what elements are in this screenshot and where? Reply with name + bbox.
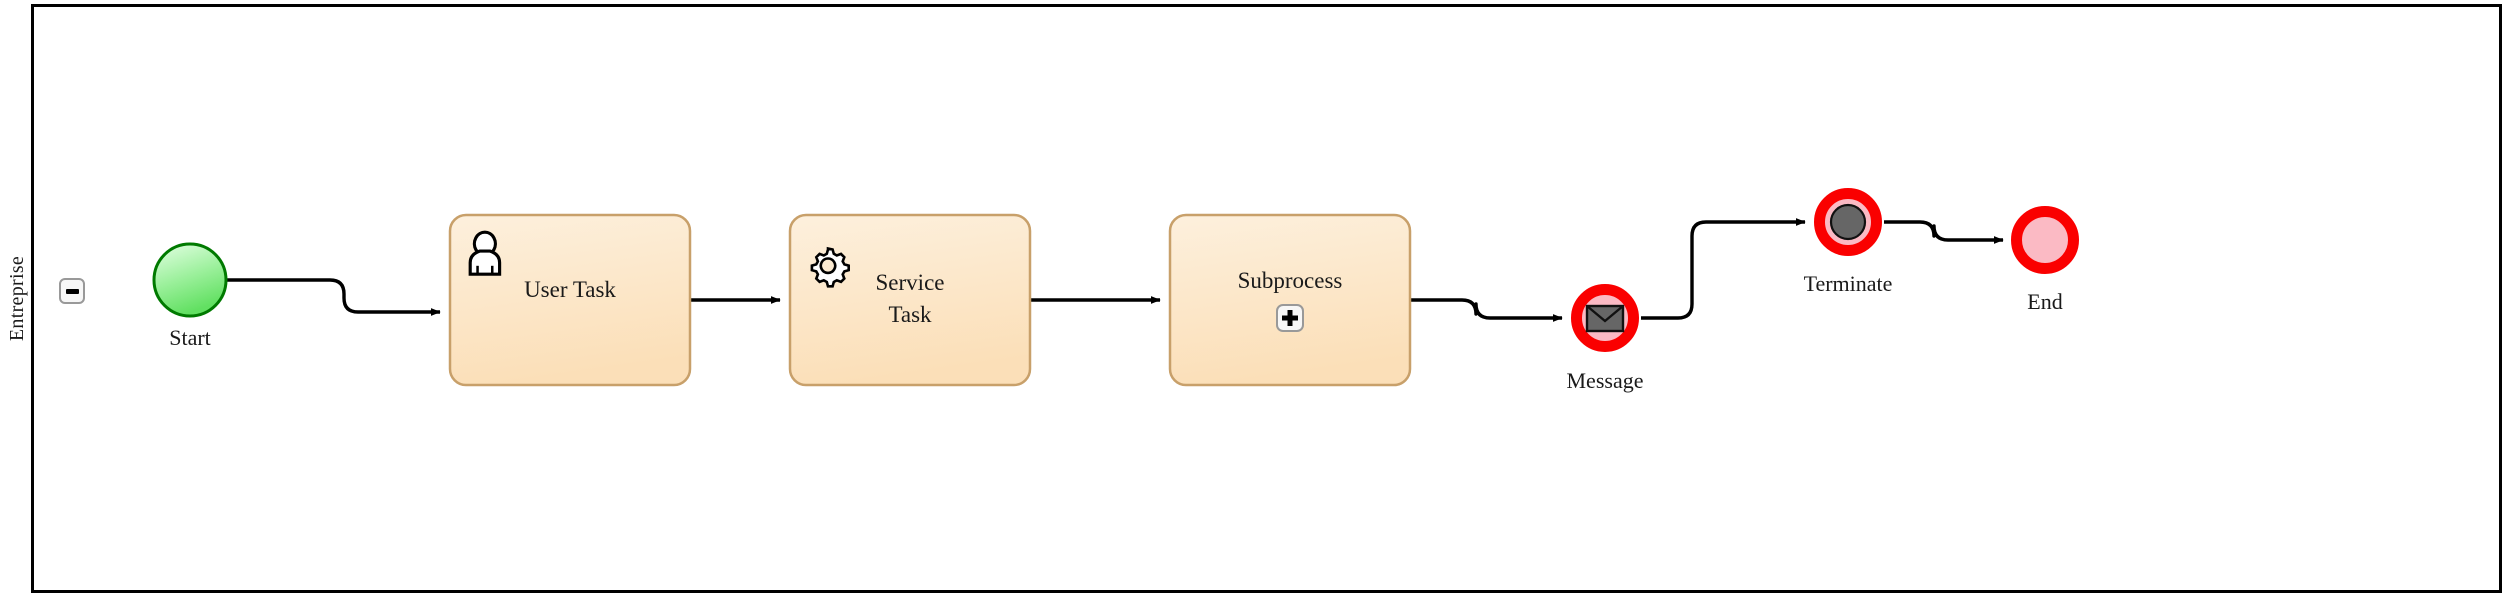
gear-icon	[810, 246, 850, 288]
service-task-label-line2: Task	[888, 302, 932, 327]
lane-header: Entreprise	[4, 4, 34, 593]
user-task-label: User Task	[524, 277, 616, 302]
plus-horizontal-bar	[1282, 315, 1298, 321]
terminate-end-event-label: Terminate	[1804, 271, 1893, 296]
node-end-event[interactable]: End	[2011, 206, 2079, 315]
service-task-box[interactable]	[788, 213, 1032, 387]
lane-collapse-button[interactable]	[59, 278, 85, 304]
subprocess-box[interactable]	[1168, 213, 1412, 387]
end-event-label: End	[2027, 289, 2062, 314]
flow-message-end-to-terminate-end[interactable]	[1641, 218, 1806, 320]
envelope-icon	[1585, 304, 1625, 333]
service-task-label-line1: Service	[876, 270, 945, 295]
node-service-task[interactable]: Service Task	[788, 213, 1032, 387]
start-event-circle[interactable]	[152, 242, 228, 318]
node-subprocess[interactable]: Subprocess	[1168, 213, 1412, 387]
start-event-label: Start	[169, 325, 211, 350]
flow-start-to-user-task[interactable]	[226, 278, 441, 316]
flow-terminate-end-to-end[interactable]	[1884, 220, 2004, 244]
node-user-task[interactable]: User Task	[448, 213, 692, 387]
message-end-event-label: Message	[1567, 368, 1644, 393]
sequence-flows	[226, 218, 2004, 322]
subprocess-label: Subprocess	[1238, 268, 1343, 293]
flow-subprocess-to-message-end[interactable]	[1410, 298, 1563, 322]
node-start-event[interactable]: Start	[152, 242, 228, 350]
node-terminate-end-event[interactable]: Terminate	[1804, 188, 1893, 297]
node-message-end-event[interactable]: Message	[1567, 284, 1644, 394]
plus-marker-icon[interactable]	[1276, 304, 1304, 332]
filled-circle-icon	[1829, 203, 1867, 241]
user-task-box[interactable]	[448, 213, 692, 387]
user-icon	[468, 230, 502, 276]
end-event-ring[interactable]	[2011, 206, 2079, 274]
minus-icon	[65, 288, 79, 294]
envelope-flap	[1586, 305, 1624, 323]
